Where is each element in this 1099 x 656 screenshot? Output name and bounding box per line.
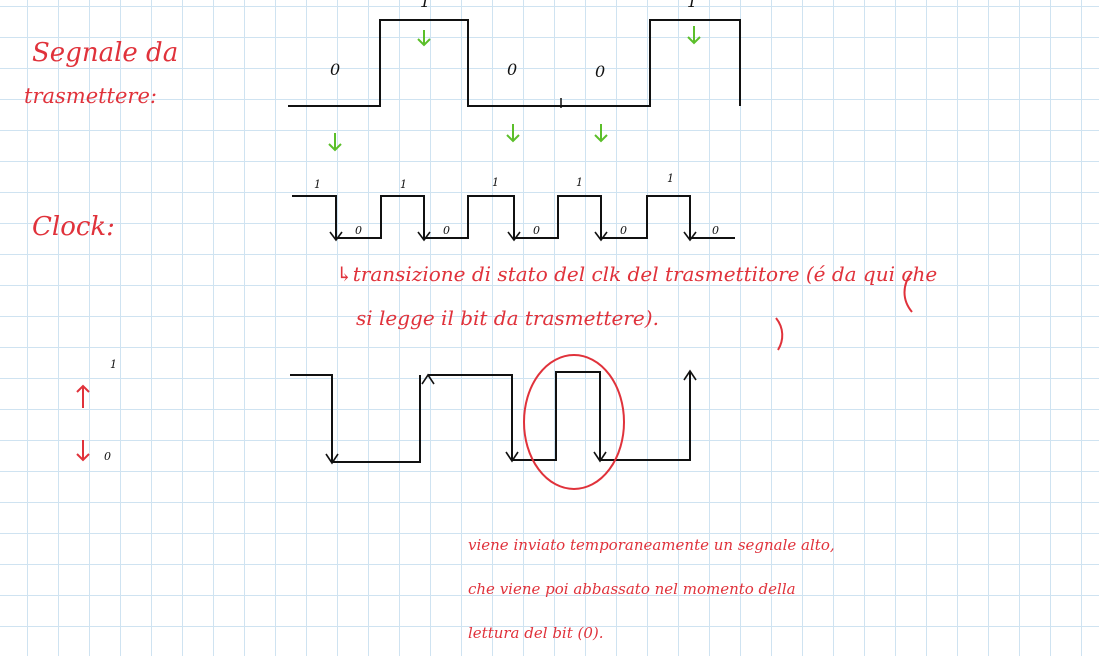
clock-low-label: 0 [355,224,362,237]
signal-label-line1: Segnale da [32,38,179,68]
encoded-waveform [290,371,691,463]
legend-low-label: 0 [104,450,111,463]
note-paren-close [775,317,784,351]
clock-waveform [292,195,735,239]
clock-high-label: 1 [667,172,674,185]
down-arrow-icon [417,231,431,242]
explanation-line1: viene inviato temporaneamente un segnale… [468,536,835,554]
clock-high-label: 1 [576,176,583,189]
green-arrow-icon [506,124,520,143]
green-sample-arrows [328,26,701,152]
down-arrow-icon [329,231,343,242]
explanation-line3: lettura del bit (0). [468,624,604,642]
highlight-ellipse [523,354,625,490]
up-arrow-icon [76,384,90,408]
signal-bit-label: 0 [595,62,606,81]
down-arrow-icon [683,231,697,242]
signal-label-line2: trasmettere: [24,84,157,108]
signal-bit-label: 0 [507,60,518,79]
green-arrow-icon [328,133,342,152]
down-arrow-icon [325,453,339,465]
clock-falling-arrows [329,231,697,242]
signal-bit-label: 0 [330,60,341,79]
signal-bit-label: 1 [420,0,431,11]
encoded-arrows [325,369,697,465]
legend-high-label: 1 [110,358,117,371]
clock-high-label: 1 [492,176,499,189]
legend-arrows [76,384,90,462]
data-signal-waveform [288,19,741,107]
explanation-line2: che viene poi abbassato nel momento dell… [468,580,796,598]
up-arrow-icon [421,373,435,385]
green-arrow-icon [594,124,608,143]
transition-note-line2: si legge il bit da trasmettere). [356,306,659,330]
clock-low-label: 0 [620,224,627,237]
clock-low-label: 0 [443,224,450,237]
transition-note-line1: ↳transizione di stato del clk del trasme… [336,262,938,286]
up-arrow-icon [683,369,697,381]
clock-label: Clock: [32,212,115,242]
signal-bit-label: 1 [687,0,698,11]
note-paren-open [903,271,913,313]
down-arrow-icon [594,231,608,242]
clock-high-label: 1 [314,178,321,191]
clock-low-label: 0 [712,224,719,237]
clock-high-label: 1 [400,178,407,191]
green-arrow-icon [687,26,701,45]
green-arrow-icon [417,30,431,47]
down-arrow-icon [593,451,607,463]
down-arrow-icon [507,231,521,242]
down-arrow-icon [505,451,519,463]
down-arrow-icon [76,440,90,462]
clock-low-label: 0 [533,224,540,237]
